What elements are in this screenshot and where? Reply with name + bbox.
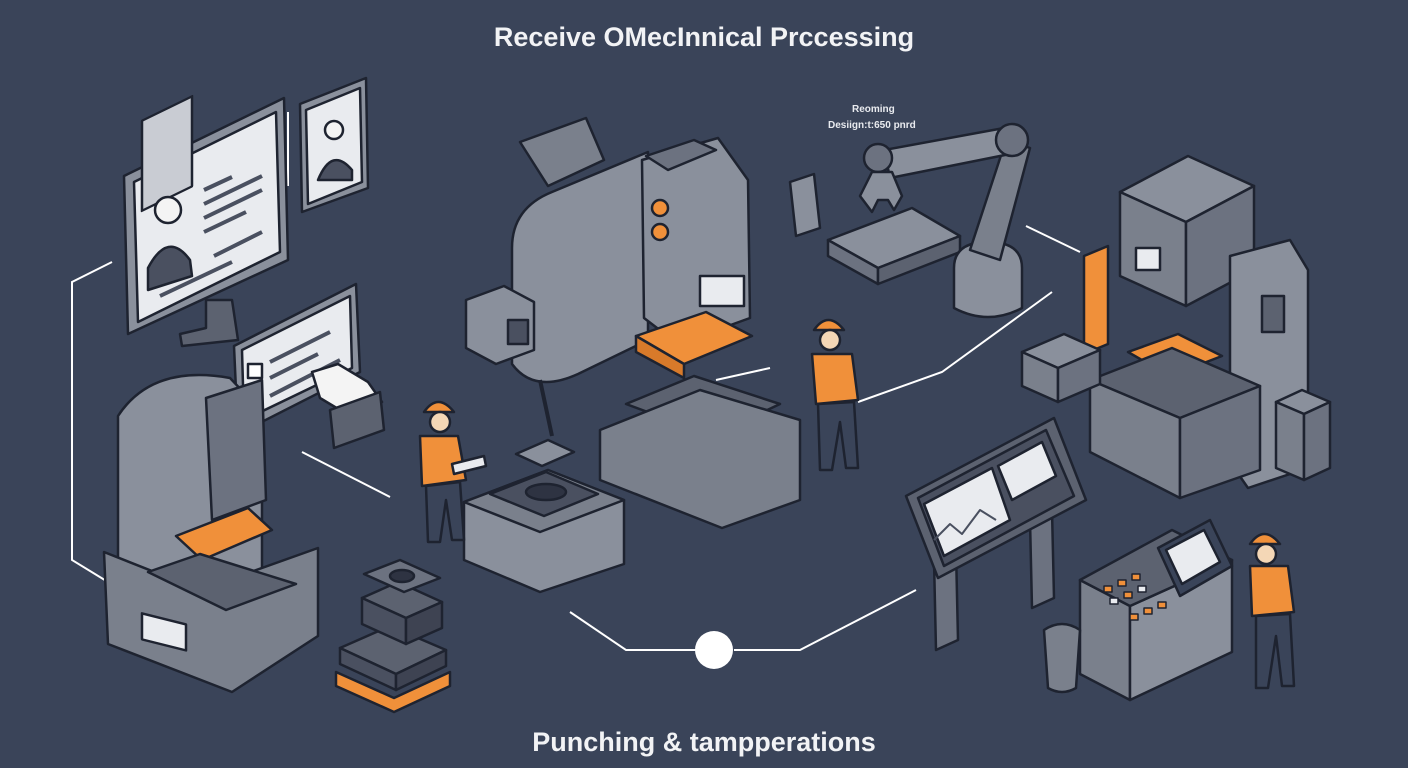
central-press-back — [518, 116, 606, 188]
robot-gripper — [858, 170, 904, 214]
worker-console-operator — [1248, 532, 1296, 690]
monitor-stand — [178, 298, 240, 348]
annotation-line-1: Reoming — [852, 104, 895, 115]
camera-sensor-arm — [464, 284, 554, 437]
profile-text-lines — [159, 174, 263, 298]
robot-forearm — [882, 126, 1012, 180]
left-press-die — [174, 506, 274, 562]
connector-bottom-flow — [569, 611, 696, 651]
connector-press-arrow — [715, 367, 771, 381]
waste-bin — [1042, 622, 1082, 694]
connector-robot-right — [1025, 225, 1081, 253]
left-press-control-panel — [140, 612, 188, 652]
connector-station-worker — [301, 451, 391, 498]
robot-base — [952, 240, 1024, 319]
press-barcode — [698, 274, 746, 308]
right-press-grille — [1082, 244, 1110, 356]
worker-tablet — [450, 454, 488, 476]
diagram-caption: Punching & tampperations — [532, 727, 876, 757]
right-press-label — [1134, 246, 1162, 272]
process-node — [695, 631, 733, 669]
connector-press-robot — [857, 291, 1053, 403]
sensor-probe — [788, 172, 822, 238]
central-press-die-side — [634, 334, 686, 380]
right-press-panel — [1260, 294, 1286, 334]
checklist-station — [232, 282, 386, 450]
monitoring-kiosk — [904, 416, 1088, 652]
tablet-person-icon — [323, 119, 345, 141]
camera-lens-icon — [506, 318, 530, 346]
fixture-block — [1020, 332, 1102, 404]
orange-gauge-2 — [650, 222, 670, 242]
person-shoulders — [146, 245, 194, 292]
central-press-machine — [510, 116, 802, 530]
kiosk-chart-panel — [922, 466, 1012, 558]
person-head — [153, 195, 183, 225]
kiosk-table-panel — [996, 440, 1058, 502]
center-die-table — [462, 438, 626, 594]
right-press-machine — [1082, 154, 1310, 500]
profile-monitor — [122, 94, 290, 348]
storage-tower — [1274, 388, 1332, 482]
control-console — [1042, 518, 1234, 702]
worker-operator — [810, 318, 860, 472]
connector-bottom-flow-right — [734, 589, 917, 651]
console-display-screen — [1164, 528, 1222, 586]
die-stack — [334, 558, 452, 714]
kiosk-chart-line — [933, 509, 997, 541]
station-stand — [328, 390, 386, 450]
operator-hard-hat-icon — [812, 318, 846, 332]
console-operator-body — [1248, 564, 1296, 618]
worker-inspector — [418, 400, 488, 544]
central-press-ram-top — [644, 138, 718, 172]
checkbox-icon — [246, 362, 264, 380]
robot-upper-arm — [968, 138, 1032, 262]
orange-gauge-1 — [650, 198, 670, 218]
left-press-head — [204, 378, 268, 522]
robot-arm — [788, 122, 1032, 319]
profile-tablet — [298, 76, 370, 214]
left-press-bed — [146, 552, 298, 612]
central-press-base — [598, 388, 802, 530]
diagram-title: Receive OMecInnical Prccessing — [493, 22, 915, 52]
hard-hat-icon — [422, 400, 456, 414]
annotation-line-2: Desiign:t:650 pnrd — [828, 120, 916, 131]
connector-lines — [71, 112, 1081, 651]
left-press-machine — [102, 373, 320, 694]
operator-body — [810, 352, 860, 406]
console-hard-hat-icon — [1248, 532, 1282, 546]
connector-left-frame — [71, 261, 113, 583]
console-buttons — [1103, 573, 1167, 621]
